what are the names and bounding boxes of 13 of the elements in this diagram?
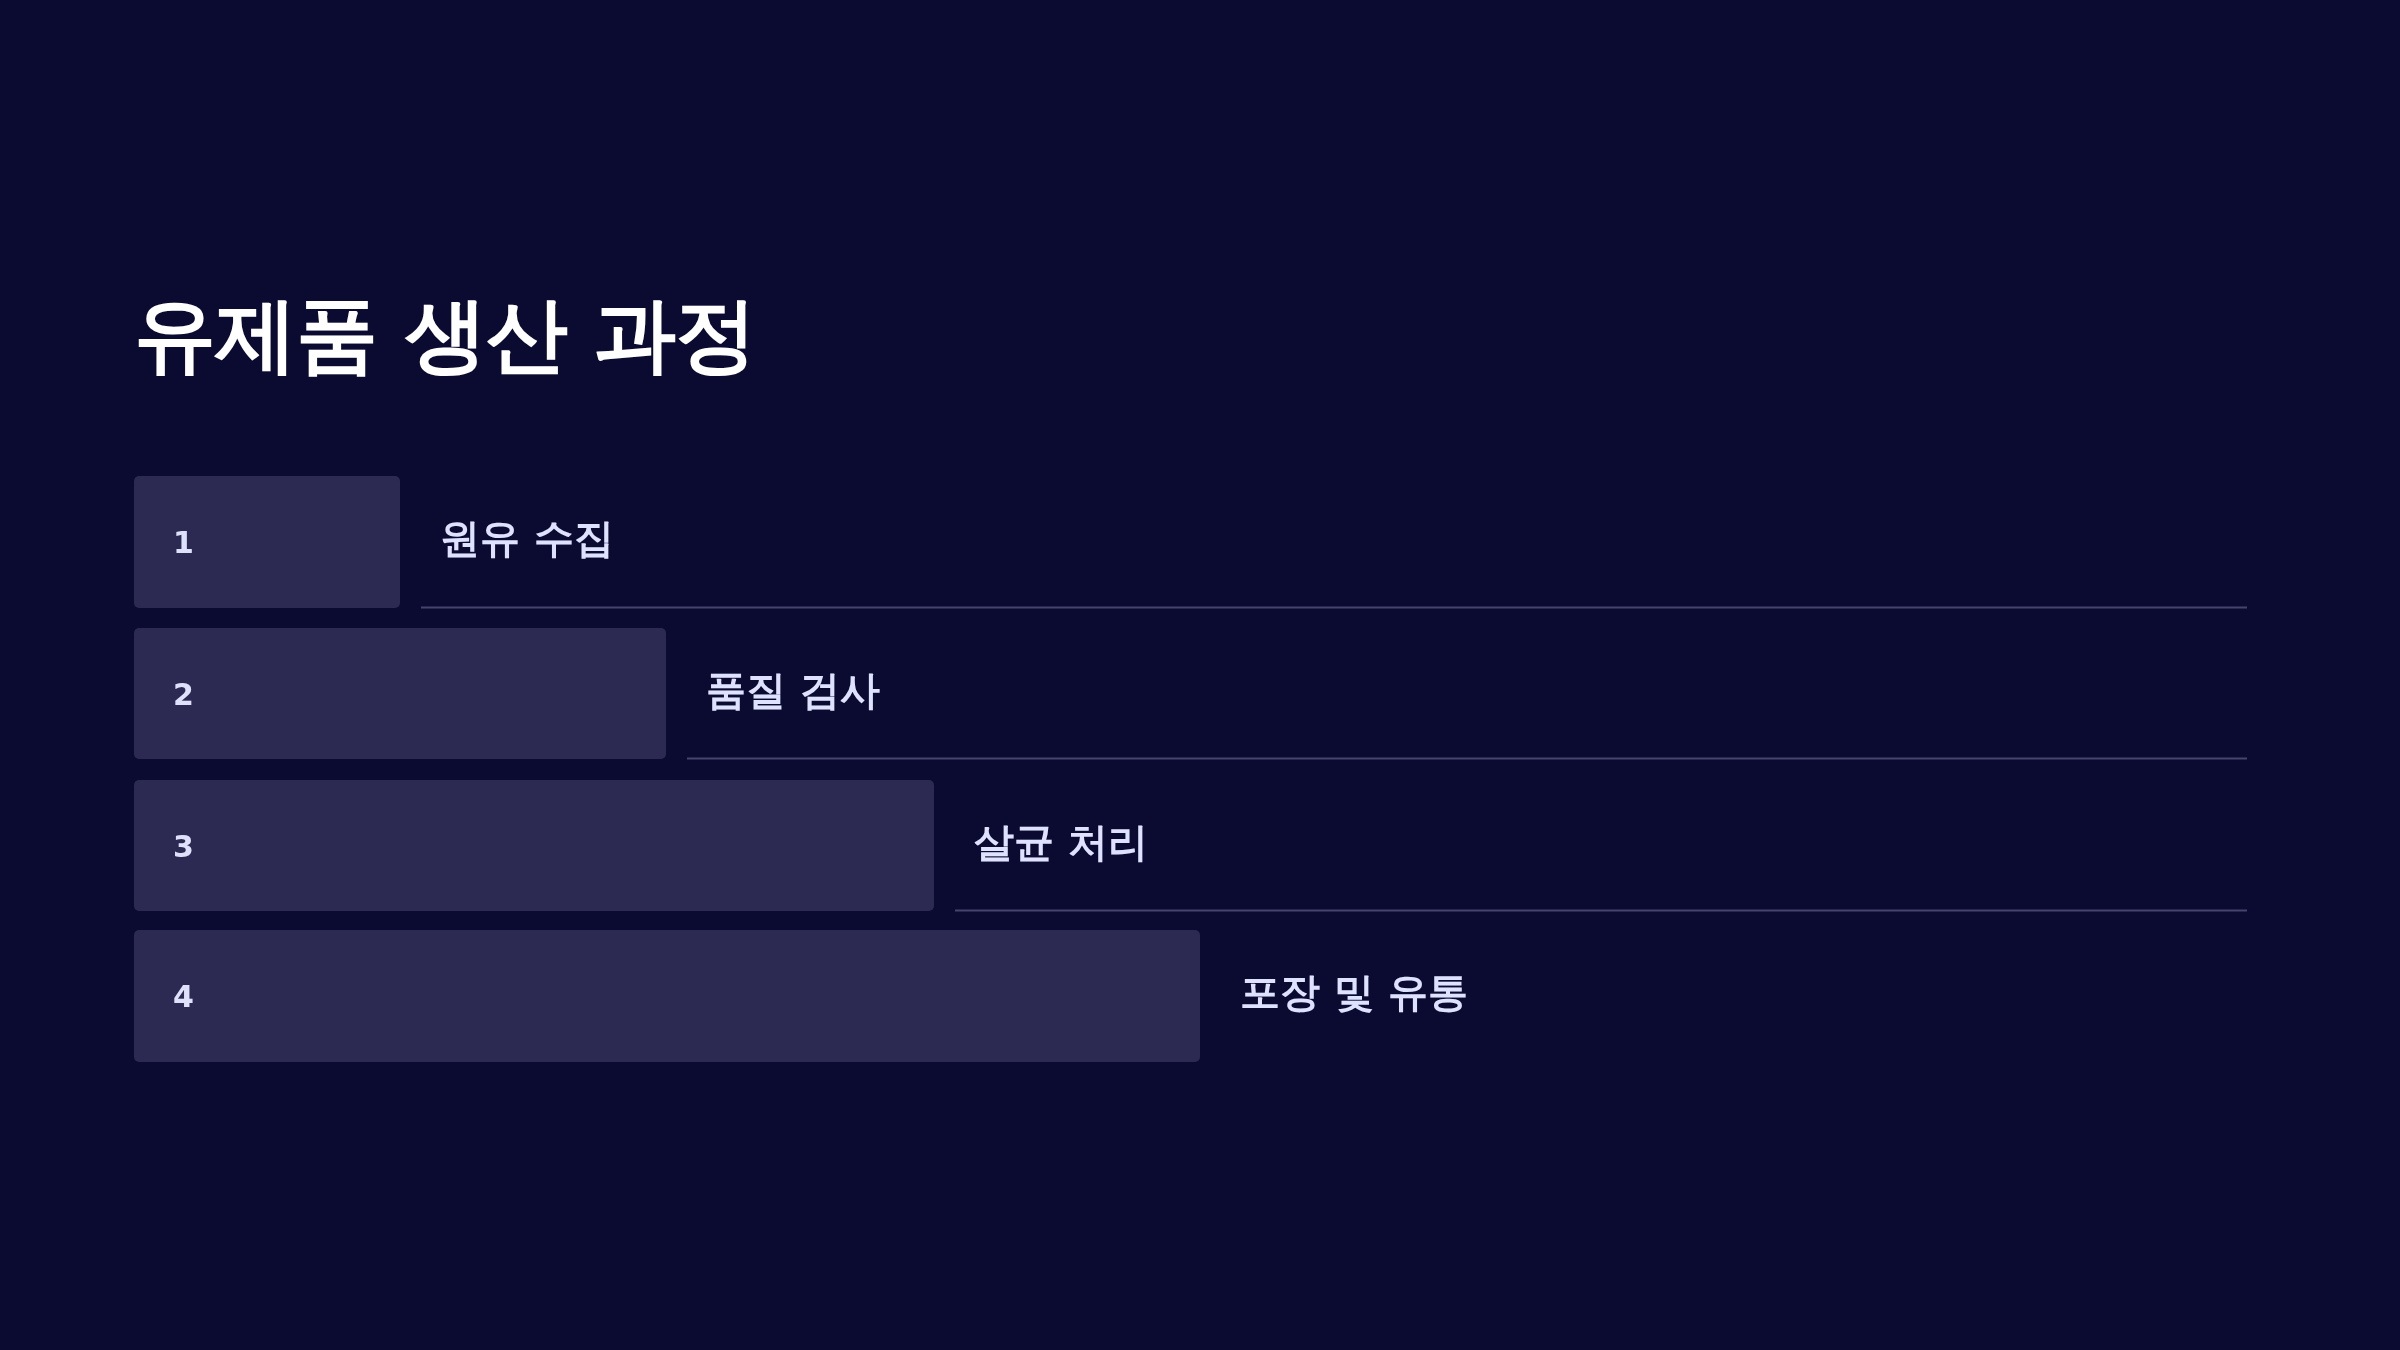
step-number: 1 bbox=[173, 525, 196, 559]
step-label: 품질 검사 bbox=[706, 665, 880, 714]
step-number: 3 bbox=[173, 829, 196, 862]
step-label: 원유 수집 bbox=[440, 514, 614, 562]
step-bar bbox=[134, 476, 400, 608]
step-bar bbox=[134, 780, 934, 911]
title: 유제품 생산 과정 bbox=[134, 286, 757, 384]
step-label: 포장 및 유통 bbox=[1240, 968, 1468, 1016]
step-bar bbox=[134, 930, 1200, 1062]
step-number: 4 bbox=[173, 979, 196, 1013]
step-number: 2 bbox=[173, 677, 196, 710]
step-label: 살균 처리 bbox=[974, 817, 1148, 866]
step-bar bbox=[134, 628, 666, 759]
